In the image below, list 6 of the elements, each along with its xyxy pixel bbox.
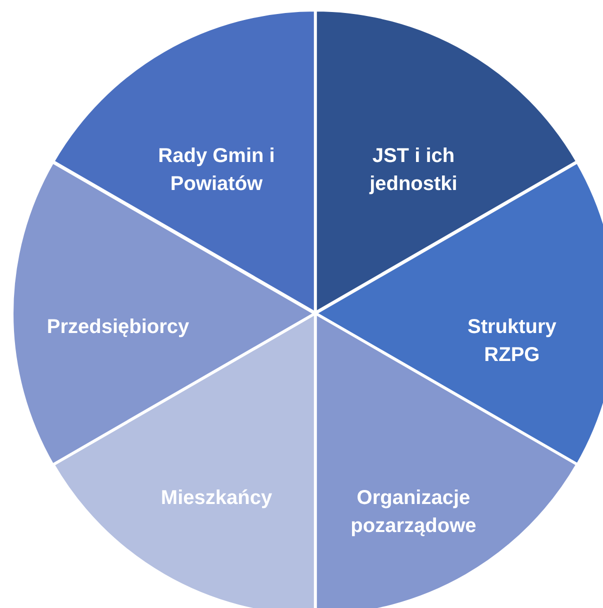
segment-label: Struktury RZPG (466, 315, 558, 368)
segment-label: Organizacje pozarządowe (350, 486, 478, 539)
segment-label: Przedsiębiorcy (46, 315, 190, 340)
segment-label: Rady Gmin i Powiatów (157, 144, 276, 198)
segment-label: JST i ich jednostki (368, 144, 458, 198)
segment-label: Mieszkańcy (160, 486, 274, 511)
